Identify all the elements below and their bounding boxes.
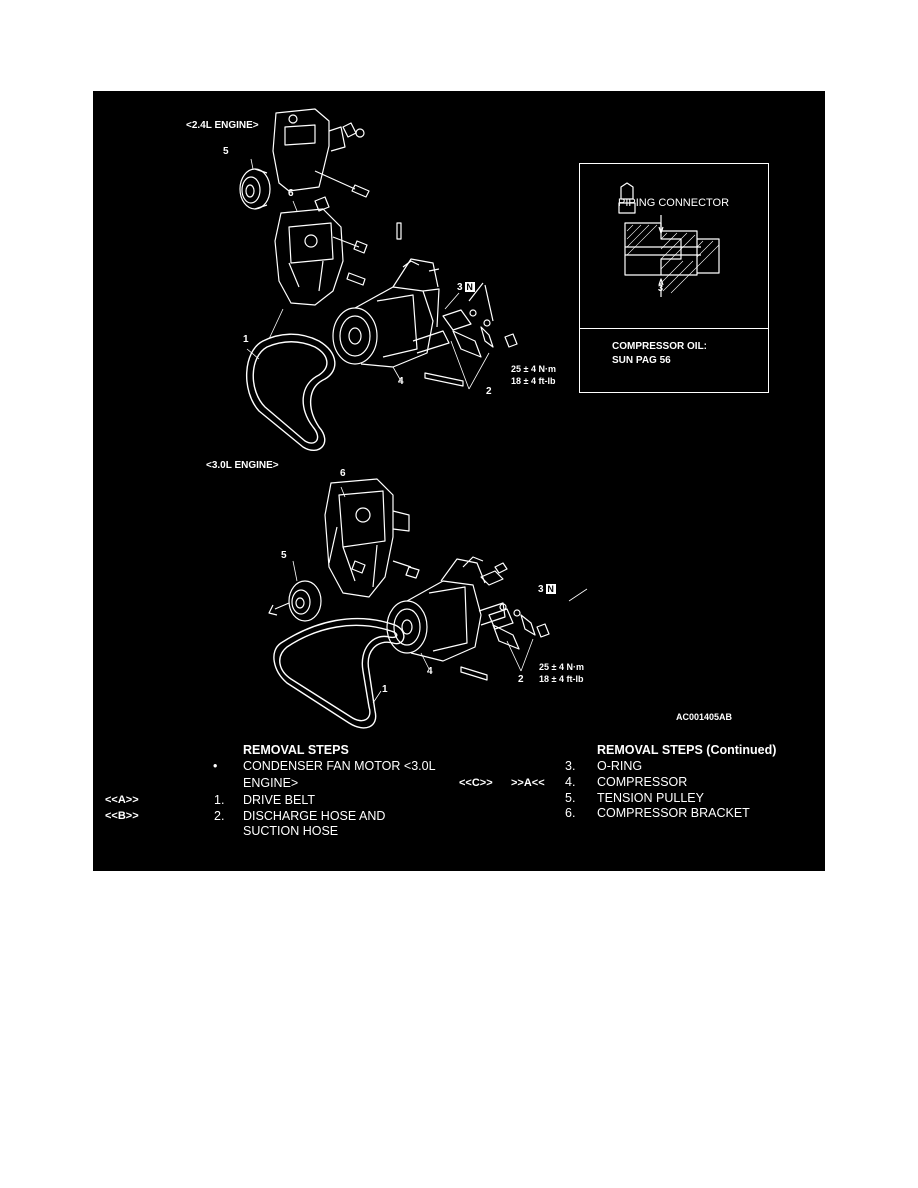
callout-1-24: 1 — [243, 334, 249, 345]
piping-connector-label: PIPING CONNECTOR — [618, 197, 730, 209]
step-condenser-line2: ENGINE> — [243, 776, 299, 790]
step-o-ring: O-RING — [597, 759, 643, 773]
callout-5-24: 5 — [223, 146, 229, 157]
compressor-bracket-30 — [324, 478, 420, 598]
torque-metric-24: 25 ± 4 N·m — [511, 364, 556, 374]
tension-pulley-24 — [239, 168, 271, 210]
removal-steps-continued-heading: REMOVAL STEPS (Continued) — [597, 743, 777, 757]
hose-fittings-24 — [442, 282, 518, 358]
step-drive-belt: DRIVE BELT — [243, 793, 316, 807]
step-compressor: COMPRESSOR — [597, 775, 688, 789]
inset-callout-3: 3 — [658, 283, 664, 293]
piping-connector-inset: PIPING CONNECTOR 3 COMPRESSOR OIL: SUN P… — [579, 163, 769, 393]
step-bullet: • — [213, 759, 218, 773]
callout-2-30: 2 — [518, 674, 524, 685]
exploded-view-illustration — [239, 108, 720, 729]
inset-divider — [580, 328, 768, 329]
torque-imperial-24: 18 ± 4 ft-lb — [511, 376, 556, 386]
compressor-30 — [386, 556, 506, 681]
step-3-num: 3. — [565, 759, 576, 773]
compressor-24 — [332, 258, 464, 387]
step-discharge-hose-line2: SUCTION HOSE — [243, 824, 339, 838]
figure-code: AC001405AB — [676, 712, 733, 722]
callout-2-24: 2 — [486, 386, 492, 397]
piping-connector-detail — [618, 182, 720, 297]
callout-4-30: 4 — [427, 666, 433, 677]
step-tension-pulley: TENSION PULLEY — [597, 791, 704, 805]
ref-a-install: >>A<< — [511, 777, 545, 789]
hose-fittings-30 — [480, 562, 550, 650]
upper-bracket-24 — [272, 108, 370, 198]
step-2-num: 2. — [214, 809, 225, 823]
compressor-oil-value: SUN PAG 56 — [612, 355, 671, 366]
n-replace-tag-30: N — [545, 584, 556, 594]
callout-1-30: 1 — [382, 684, 388, 695]
callout-5-30: 5 — [281, 550, 287, 561]
engine-24-label: <2.4L ENGINE> — [186, 120, 259, 131]
step-discharge-hose-line1: DISCHARGE HOSE AND — [243, 809, 386, 823]
step-4-num: 4. — [565, 775, 576, 789]
ref-c: <<C>> — [459, 777, 493, 789]
torque-imperial-30: 18 ± 4 ft-lb — [539, 674, 584, 684]
callout-4-24: 4 — [398, 376, 404, 387]
removal-steps-heading: REMOVAL STEPS — [243, 743, 349, 757]
callout-6-30: 6 — [340, 468, 346, 479]
n-replace-tag-24: N — [464, 282, 475, 292]
step-6-num: 6. — [565, 806, 576, 820]
step-condenser-line1: CONDENSER FAN MOTOR <3.0L — [243, 759, 436, 773]
compressor-bracket-24 — [274, 196, 402, 306]
engine-30-label: <3.0L ENGINE> — [206, 460, 279, 471]
ref-b: <<B>> — [105, 810, 139, 822]
leader-lines — [246, 158, 588, 704]
callout-6-24: 6 — [288, 188, 294, 199]
torque-metric-30: 25 ± 4 N·m — [539, 662, 584, 672]
step-1-num: 1. — [214, 793, 225, 807]
tension-pulley-30 — [268, 580, 322, 622]
drive-belt-24 — [246, 308, 336, 452]
drive-belt-30 — [273, 617, 405, 729]
compressor-oil-title: COMPRESSOR OIL: — [612, 341, 708, 352]
step-compressor-bracket: COMPRESSOR BRACKET — [597, 806, 750, 820]
step-5-num: 5. — [565, 791, 576, 805]
ref-a: <<A>> — [105, 794, 139, 806]
